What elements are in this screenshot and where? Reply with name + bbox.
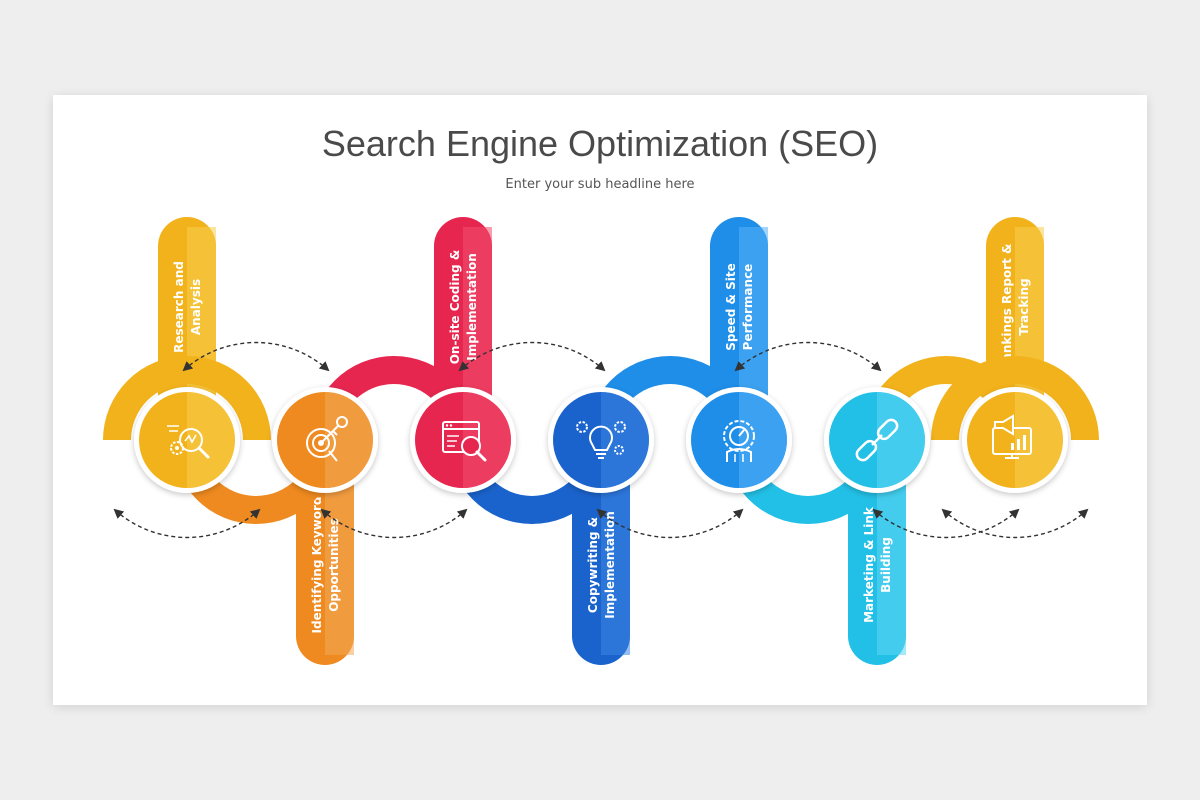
step-circle xyxy=(272,387,378,493)
page-title: Search Engine Optimization (SEO) xyxy=(321,123,879,164)
wave-band-segment xyxy=(586,356,754,440)
step-label-line: Research and xyxy=(172,261,186,353)
dashed-double-arrow xyxy=(941,508,1089,539)
step-label-line: On-site Coding & xyxy=(448,250,462,365)
step-label-line: Performance xyxy=(741,264,755,351)
wave-band-segment xyxy=(448,440,616,524)
step-circle-highlight xyxy=(739,392,787,488)
step-label-line: Implementation xyxy=(603,511,617,618)
dashed-double-arrow xyxy=(458,341,606,372)
dashed-double-arrow xyxy=(734,341,882,372)
wave-band-segment xyxy=(172,440,340,524)
slide: Search Engine Optimization (SEO) Enter y… xyxy=(53,95,1147,705)
page-subtitle: Enter your sub headline here xyxy=(505,177,695,192)
step-label-line: Opportunities xyxy=(327,518,341,612)
step-circle-highlight xyxy=(463,392,511,488)
step-circle xyxy=(548,387,654,493)
report-megaphone-icon xyxy=(992,414,1032,459)
dashed-double-arrow xyxy=(320,508,468,539)
step-label-line: Implementation xyxy=(465,253,479,360)
step-circle-highlight xyxy=(325,392,373,488)
step-circle xyxy=(824,387,930,493)
lightbulb-gears-icon xyxy=(576,421,626,459)
step-circle-highlight xyxy=(1015,392,1063,488)
step-label-line: Speed & Site xyxy=(724,263,738,351)
step-circle xyxy=(686,387,792,493)
browser-search-icon xyxy=(442,421,487,462)
wave-band-segment xyxy=(310,356,478,440)
magnifier-gear-icon xyxy=(167,425,210,459)
dashed-double-arrow xyxy=(872,508,1020,539)
step-label-line: Copywriting & xyxy=(586,517,600,613)
dashed-double-arrow xyxy=(113,508,261,539)
step-circle xyxy=(134,387,240,493)
step-label-line: Identifying Keyword xyxy=(310,497,324,634)
chain-link-icon xyxy=(855,418,899,462)
speedometer-gear-icon xyxy=(723,420,755,462)
wave-band-segment xyxy=(724,440,892,524)
step-label-line: Tracking xyxy=(1017,278,1031,335)
step-label-line: Marketing & Link xyxy=(862,506,876,623)
step-label-line: Analysis xyxy=(189,279,203,335)
step-circle xyxy=(962,387,1068,493)
step-circle-highlight xyxy=(601,392,649,488)
step-circle-highlight xyxy=(187,392,235,488)
step-circle xyxy=(410,387,516,493)
dashed-double-arrow xyxy=(596,508,744,539)
step-label-line: Rankings Report & xyxy=(1000,244,1014,371)
dashed-double-arrow xyxy=(182,341,330,372)
step-label: Rankings Report &Tracking xyxy=(1000,244,1031,371)
step-label: Copywriting &Implementation xyxy=(586,511,617,618)
wave-band-segment xyxy=(931,356,1099,440)
target-key-icon xyxy=(306,416,348,462)
step-label-line: Building xyxy=(879,537,893,593)
step-circle-highlight xyxy=(877,392,925,488)
step-label: On-site Coding &Implementation xyxy=(448,250,479,365)
wave-band-segment xyxy=(103,356,271,440)
